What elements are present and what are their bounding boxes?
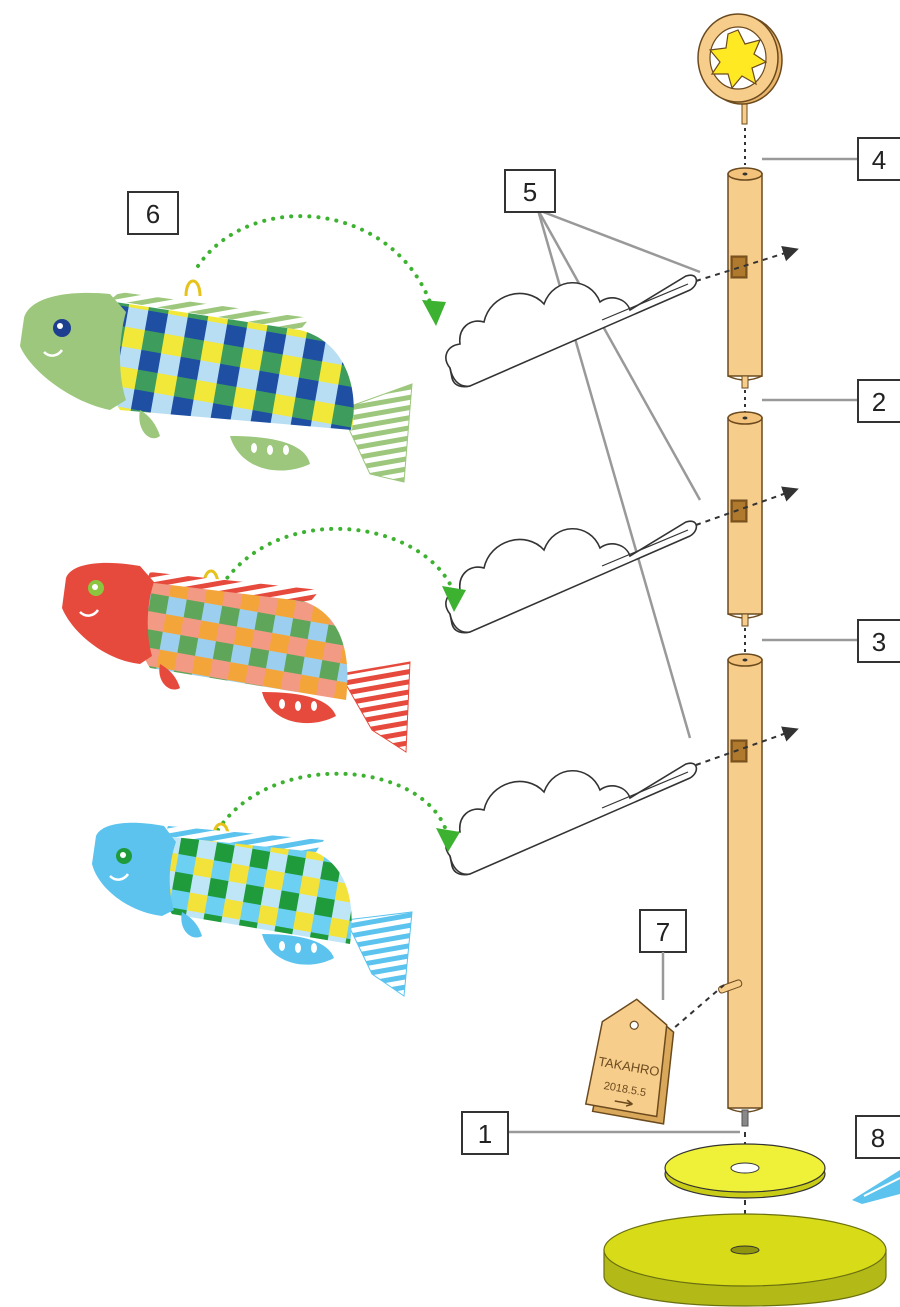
callout-8: 8 <box>855 1115 900 1159</box>
svg-text:7: 7 <box>656 917 670 947</box>
koinobori-icon <box>20 279 413 483</box>
svg-text:5: 5 <box>523 177 537 207</box>
svg-text:3: 3 <box>872 627 886 657</box>
washer <box>664 1143 826 1199</box>
svg-text:4: 4 <box>872 145 886 175</box>
koinobori-icon <box>92 822 413 997</box>
callout-6: 6 <box>127 191 179 235</box>
svg-text:8: 8 <box>871 1123 885 1153</box>
cloud-icon <box>445 274 698 388</box>
svg-text:6: 6 <box>146 199 160 229</box>
ribbon-icon <box>852 1170 900 1204</box>
callout-7: 7 <box>639 909 687 1000</box>
base-disk <box>603 1213 887 1307</box>
callout-5: 5 <box>504 169 556 213</box>
cloud-icon <box>445 762 698 876</box>
star-wheel-icon <box>697 13 783 165</box>
callout-1: 1 <box>461 1111 509 1155</box>
callout-2: 2 <box>857 379 900 423</box>
cloud-icon <box>445 520 698 634</box>
pole-segment-3 <box>718 653 763 1127</box>
pole-segment-4 <box>727 167 763 389</box>
svg-text:1: 1 <box>478 1119 492 1149</box>
svg-text:2: 2 <box>872 387 886 417</box>
callout-3: 3 <box>857 619 900 663</box>
name-tag: TAKAHRO 2018.5.5 <box>584 998 675 1125</box>
callout-4: 4 <box>857 137 900 181</box>
pole-segment-2 <box>727 411 763 627</box>
green-arrows <box>196 214 454 832</box>
koinobori-icon <box>62 562 411 753</box>
